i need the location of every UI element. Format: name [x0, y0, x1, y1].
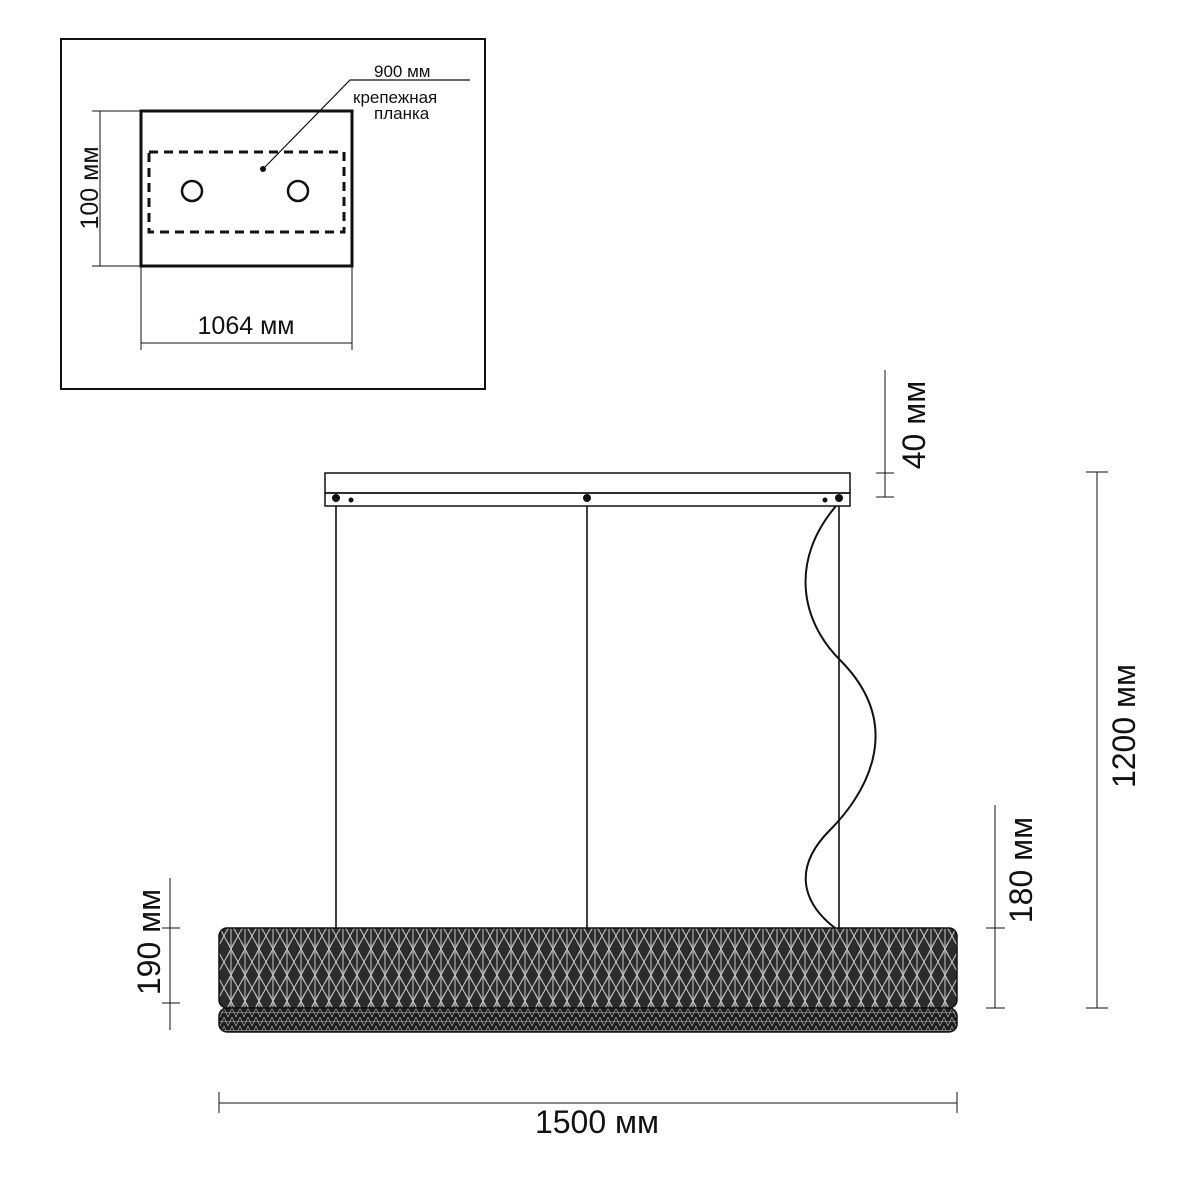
dimension-shade-width: 1500 мм — [218, 1092, 958, 1140]
dimension-total-height: 1200 мм — [1086, 471, 1142, 1009]
inset-width-label: 1064 мм — [198, 312, 295, 340]
total-height-label: 1200 мм — [1106, 664, 1142, 788]
dimension-canopy-height: 40 мм — [876, 370, 932, 498]
shade-height-label: 190 мм — [131, 889, 167, 995]
leader-line — [262, 79, 470, 170]
mounting-bar-length-label: 900 мм — [374, 62, 430, 81]
shade-width-label: 1500 мм — [535, 1104, 659, 1140]
screw-icon — [835, 494, 843, 502]
canopy-height-label: 40 мм — [896, 381, 932, 469]
canopy-fixing-screws — [332, 494, 843, 503]
mounting-bar-note-line2: планка — [374, 104, 430, 123]
canopy-outline — [139, 109, 354, 268]
crystal-shade-lower — [218, 1007, 958, 1033]
mounting-hole-right — [286, 179, 310, 203]
mounting-plate-inset: 900 мм крепежная планка 100 мм 1064 мм — [60, 38, 486, 390]
dimension-shade-height: 190 мм — [131, 878, 180, 1030]
crystal-shade-upper — [218, 927, 958, 1009]
screw-icon — [348, 497, 354, 503]
inset-height-label: 100 мм — [76, 146, 104, 229]
power-cord — [804, 505, 877, 929]
screw-icon — [822, 497, 828, 503]
dimension-cable-gap: 180 мм — [986, 805, 1039, 1009]
canopy-top — [324, 472, 851, 494]
mounting-hole-left — [180, 179, 204, 203]
screw-icon — [583, 494, 591, 502]
mounting-bar-note-line1: крепежная — [353, 88, 437, 107]
mounting-bar-dashed — [147, 150, 346, 234]
cable-gap-label: 180 мм — [1003, 817, 1039, 923]
pendant-lamp — [218, 472, 958, 1033]
screw-icon — [332, 494, 340, 502]
inset-frame — [60, 38, 486, 390]
